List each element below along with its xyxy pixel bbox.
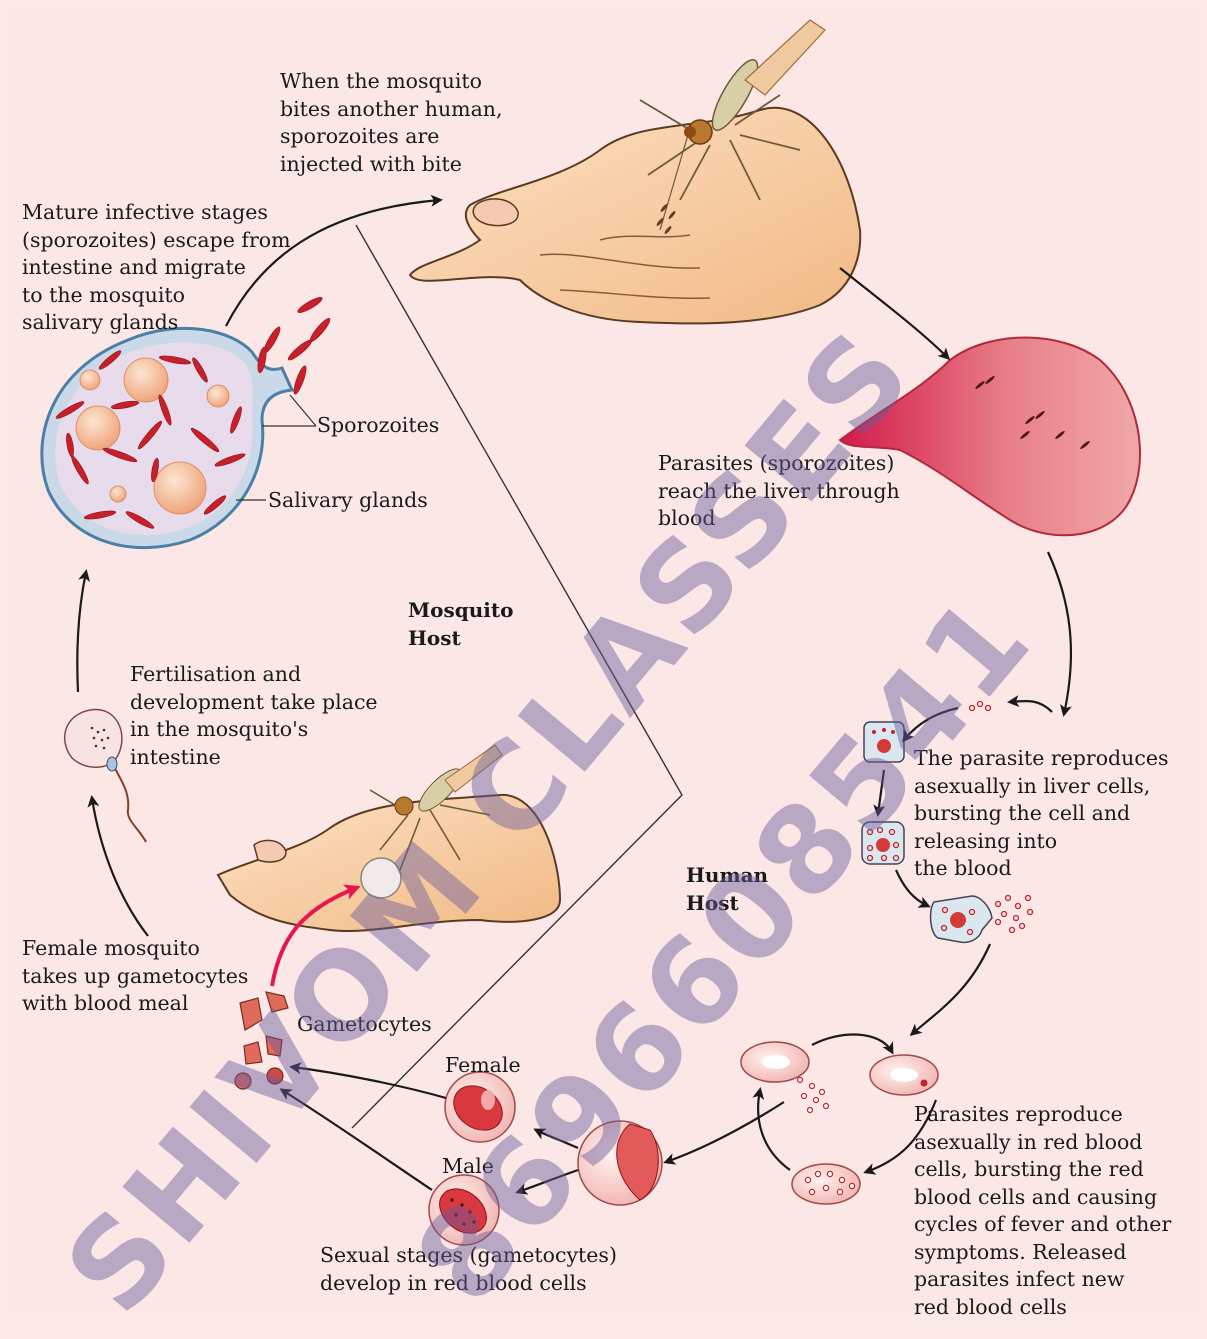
label-mosquito-host: Mosquito Host (408, 596, 513, 652)
label-rbc-reproduction: Parasites reproduce asexually in red blo… (914, 1101, 1171, 1321)
label-mature-infective-stages: Mature infective stages (sporozoites) es… (22, 199, 291, 337)
label-female-gametocyte: Female (445, 1052, 521, 1080)
label-female-mosquito: Female mosquito takes up gametocytes wit… (22, 935, 248, 1018)
label-mosquito-bites: When the mosquito bites another human, s… (280, 68, 503, 178)
label-salivary-glands: Salivary glands (268, 487, 428, 515)
label-fertilisation: Fertilisation and development take place… (130, 661, 378, 771)
label-sporozoites: Sporozoites (317, 412, 439, 440)
